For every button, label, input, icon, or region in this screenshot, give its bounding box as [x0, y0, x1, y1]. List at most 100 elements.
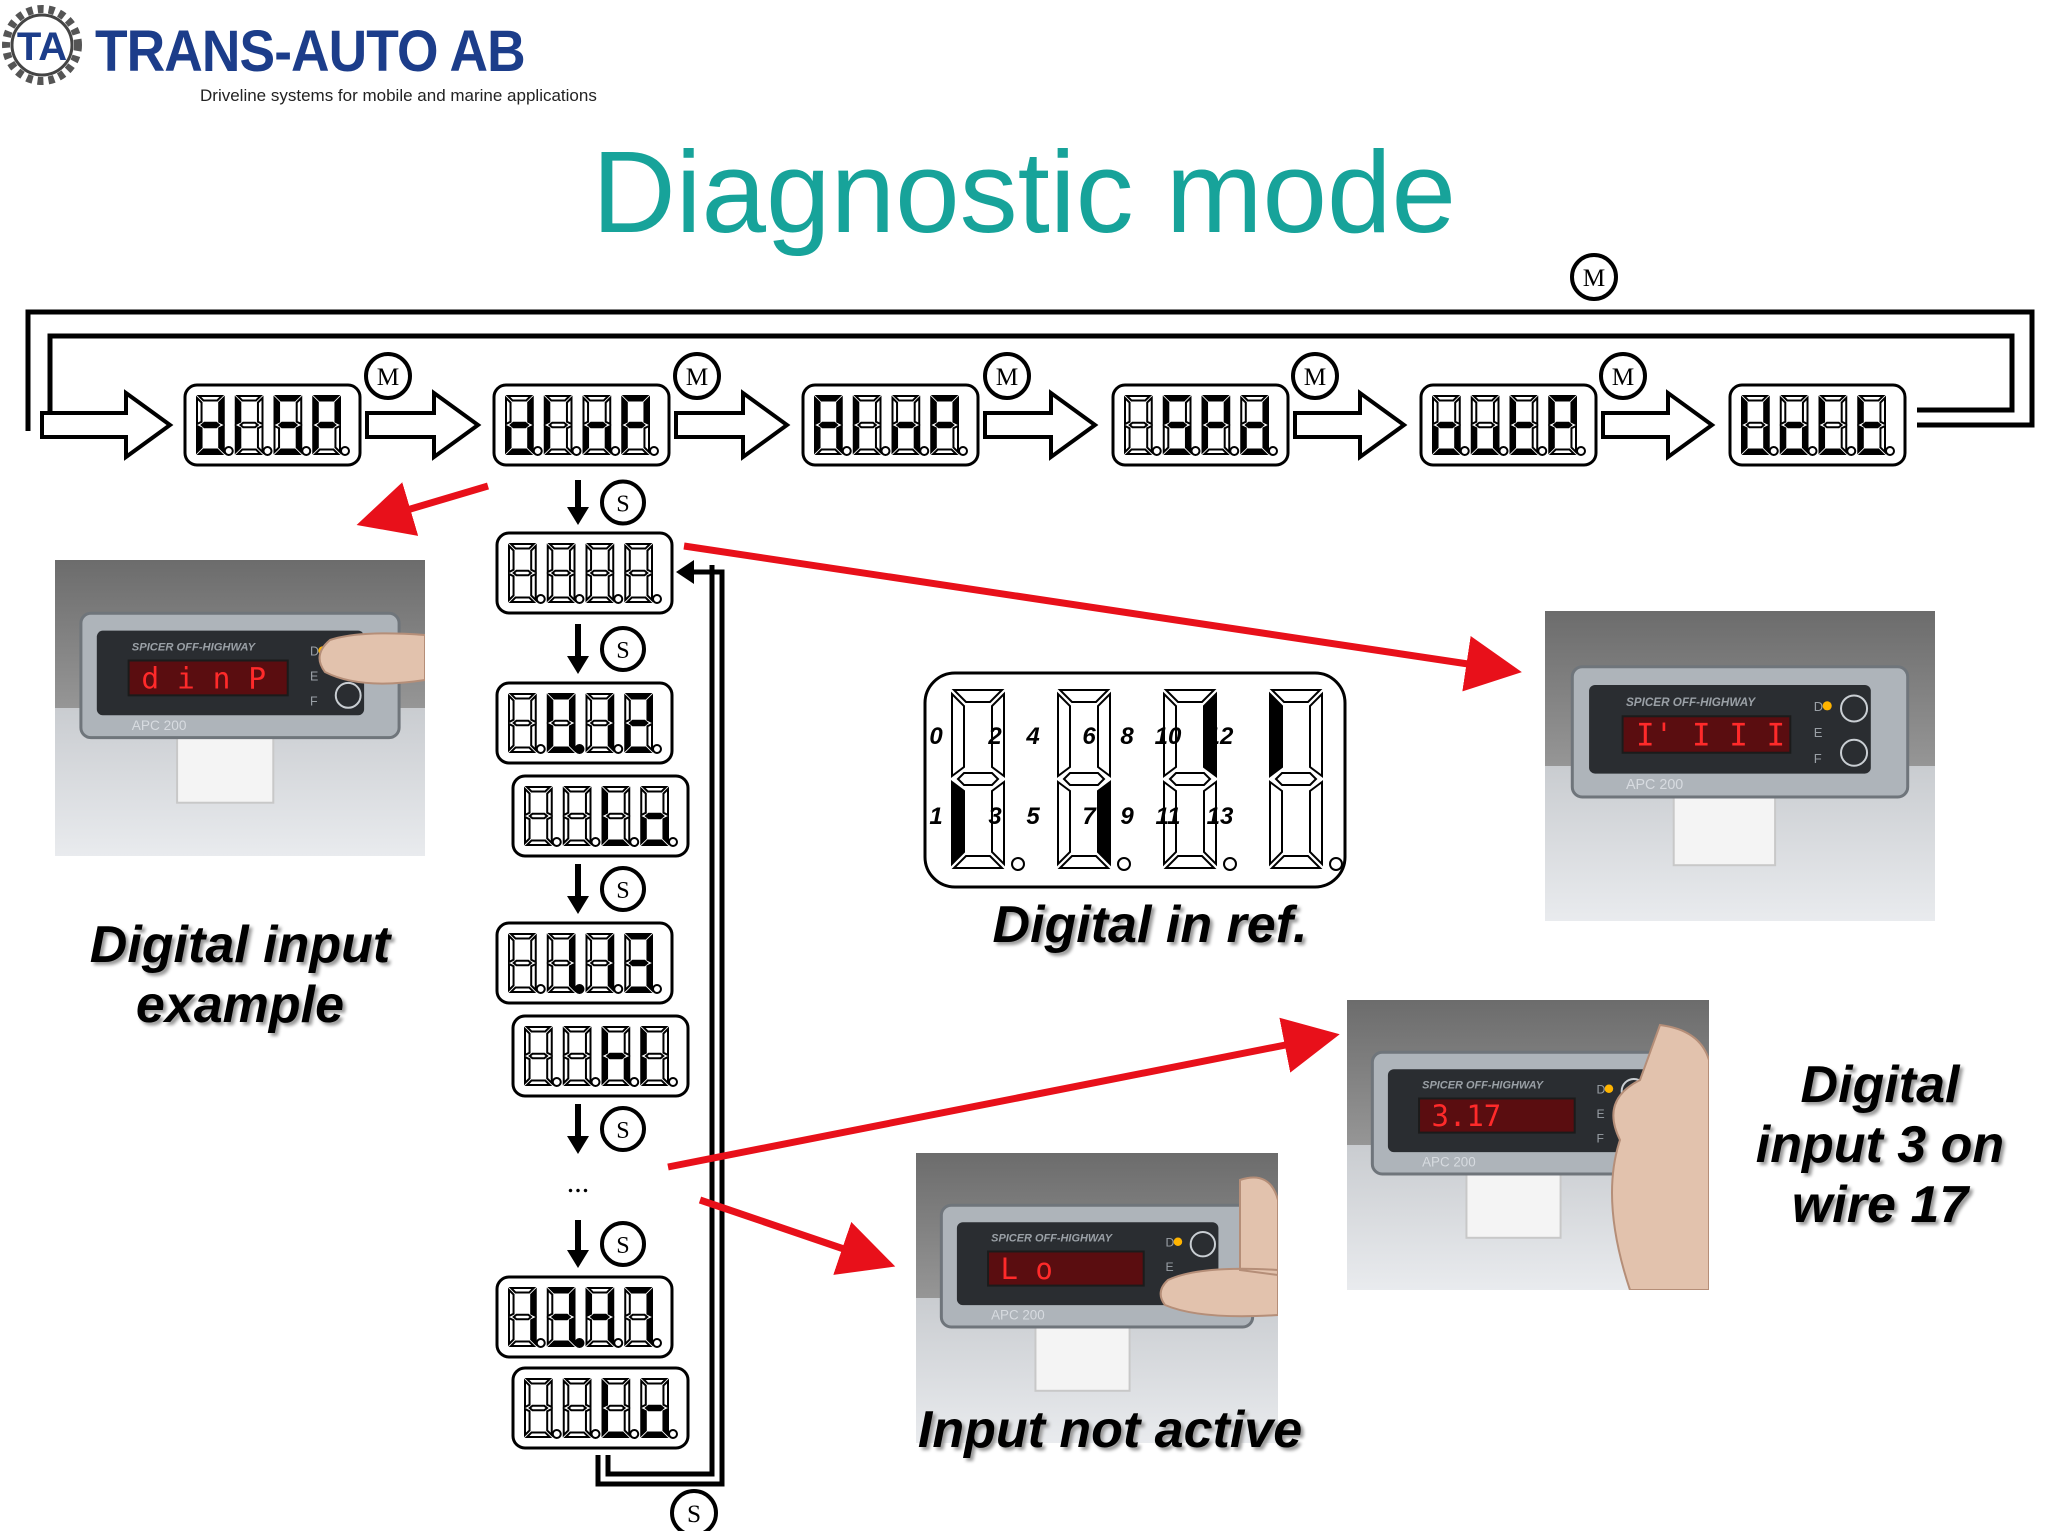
s-button-icon-1: S: [600, 479, 646, 526]
slide-title: Diagnostic mode: [592, 127, 1456, 257]
photo-digital-input-3-led-text: 3.17: [1431, 1099, 1501, 1133]
menu-display-dinp: [492, 383, 671, 467]
s-button-icon-loop: S: [670, 1489, 718, 1531]
caption-digital-input-example: Digital input example: [89, 916, 391, 1034]
caption-digital-input-3: Digital input 3 on wire 17: [1755, 1056, 2005, 1234]
s-step-arrow-2: [567, 624, 589, 674]
menu-display-outp: [1419, 383, 1598, 467]
m-button-icon-loop: M: [1570, 253, 1618, 301]
svg-text:D: D: [1165, 1236, 1174, 1250]
s-button-icon-loop-label: S: [687, 1500, 701, 1528]
segment-number-8: 8: [1120, 723, 1134, 750]
reference-digit-4: [1269, 689, 1343, 871]
photo-digital-input-3-model: APC 200: [1422, 1155, 1476, 1170]
menu-display-spd: [1111, 383, 1290, 467]
m-button-icon-3-label: M: [996, 363, 1019, 391]
photo-digital-input-3-brand: SPICER OFF-HIGHWAY: [1422, 1080, 1545, 1092]
menu-display-disp: [183, 383, 362, 467]
s-button-icon-2: S: [600, 626, 646, 672]
photo-dinp-example-model: APC 200: [132, 718, 187, 733]
svg-text:D: D: [1814, 699, 1823, 714]
photo-digital-input-blank-brand: SPICER OFF-HIGHWAY: [1626, 696, 1756, 709]
m-button-icon-4: M: [1291, 352, 1339, 400]
sequence-ellipsis: ...: [567, 1166, 590, 1199]
photo-dinp-example: SPICER OFF-HIGHWAY d i n P APC 200 DEF: [55, 560, 425, 856]
reference-digit-3: [1163, 689, 1237, 871]
s-button-icon-5: S: [600, 1221, 646, 1267]
segment-number-4: 4: [1025, 723, 1039, 750]
menu-arrow-in: [40, 389, 174, 461]
m-button-icon-1: M: [364, 352, 412, 400]
photo-digital-input-blank-led-text: I' I I I: [1636, 717, 1785, 753]
sequence-display-d3: [511, 774, 690, 858]
photo-dinp-example-brand: SPICER OFF-HIGHWAY: [132, 642, 257, 654]
photo-input-not-active-model: APC 200: [991, 1308, 1045, 1323]
menu-arrow-1: [365, 389, 482, 461]
m-button-icon-5-label: M: [1612, 363, 1635, 391]
svg-text:D: D: [310, 645, 319, 659]
s-step-arrow-5: [567, 1220, 589, 1268]
s-button-icon-4-label: S: [616, 1117, 629, 1144]
svg-text:F: F: [310, 694, 318, 708]
svg-text:F: F: [1814, 751, 1822, 766]
s-button-icon-4: S: [600, 1106, 646, 1152]
segment-number-10: 10: [1155, 723, 1182, 750]
m-button-icon-2: M: [673, 352, 721, 400]
sequence-loop-arrowhead: [676, 560, 694, 584]
sequence-display-d2: [495, 681, 674, 765]
svg-text:E: E: [1814, 725, 1823, 740]
caption-input-not-active: Input not active: [917, 1401, 1303, 1459]
menu-display-ainp: [801, 383, 980, 467]
m-button-icon-2-label: M: [686, 363, 709, 391]
arrow-to-input3-photo: [667, 1017, 1340, 1171]
menu-arrow-3: [983, 389, 1099, 461]
menu-display-volt: [1728, 383, 1907, 467]
sequence-display-d7: [511, 1366, 690, 1450]
s-button-icon-3-label: S: [616, 877, 629, 904]
s-step-arrow-4: [567, 1104, 589, 1154]
red-arrows: [356, 482, 1522, 1275]
m-button-icon-5: M: [1599, 352, 1647, 400]
menu-arrow-2: [674, 389, 791, 461]
svg-text:E: E: [1596, 1107, 1604, 1121]
segment-number-5: 5: [1026, 803, 1040, 830]
photo-input-not-active-led-text: L o: [1000, 1252, 1052, 1286]
sequence-display-d1: [495, 531, 674, 615]
segment-number-12: 12: [1207, 723, 1234, 750]
company-logo: TA: [2, 5, 82, 85]
arrow-to-inactive-photo: [698, 1196, 896, 1275]
m-button-icon-loop-label: M: [1583, 264, 1606, 292]
company-name: TRANS-AUTO AB: [95, 19, 526, 84]
segment-number-0: 0: [929, 723, 943, 750]
sequence-display-d5: [511, 1014, 690, 1098]
s-button-icon-5-label: S: [616, 1232, 629, 1259]
arrow-to-blank-photo: [683, 542, 1522, 692]
logo-mark: TA: [17, 25, 67, 69]
segment-number-11: 11: [1156, 803, 1181, 830]
menu-arrow-5: [1601, 389, 1716, 461]
segment-number-13: 13: [1207, 803, 1234, 830]
s-step-arrow-1: [567, 480, 589, 525]
s-step-arrow-3: [567, 864, 589, 914]
reference-digit-2: [1057, 689, 1131, 871]
sequence-display-d6: [495, 1275, 674, 1359]
segment-number-6: 6: [1082, 723, 1096, 750]
reference-digit-1: [951, 689, 1025, 871]
menu-loop-line: [25, 309, 2035, 431]
s-button-icon-1-label: S: [616, 490, 629, 517]
segment-number-9: 9: [1120, 803, 1134, 830]
sequence-display-d4: [495, 921, 674, 1005]
m-button-icon-3: M: [983, 352, 1031, 400]
photo-dinp-example-led-text: d i n P: [141, 661, 266, 695]
menu-arrow-4: [1293, 389, 1408, 461]
segment-number-7: 7: [1082, 803, 1097, 830]
svg-text:E: E: [310, 669, 318, 683]
caption-digital-in-ref: Digital in ref.: [992, 896, 1308, 954]
segment-number-3: 3: [988, 803, 1002, 830]
arrow-to-example-photo: [356, 482, 489, 536]
svg-text:E: E: [1165, 1260, 1173, 1274]
